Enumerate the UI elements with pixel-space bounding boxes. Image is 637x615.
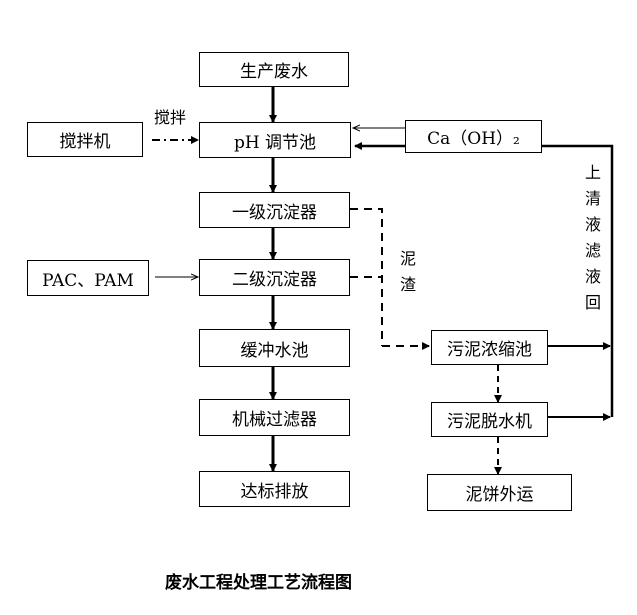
label-return-char: 流 xyxy=(583,316,603,320)
label-return-char: 液 xyxy=(584,267,601,286)
label-return-char: 滤 xyxy=(584,241,601,260)
label-stir: 搅拌 xyxy=(154,108,187,127)
node-filter: 机械过滤器 xyxy=(199,399,350,436)
node-pac-pam: PAC、PAM xyxy=(27,260,149,296)
node-mixer: 搅拌机 xyxy=(27,122,143,157)
sludge-line-primary xyxy=(350,208,383,346)
label-sludge-char: 泥 xyxy=(399,249,416,268)
node-buffer-tank: 缓冲水池 xyxy=(199,329,350,367)
node-lime: Ca（OH）₂ xyxy=(405,120,542,153)
node-discharge: 达标排放 xyxy=(199,471,350,507)
label-return-char: 上 xyxy=(584,163,601,182)
node-sludge-thickener: 污泥浓缩池 xyxy=(431,330,548,365)
node-dewatering-machine: 污泥脱水机 xyxy=(431,402,548,437)
node-secondary-settler: 二级沉淀器 xyxy=(199,259,350,296)
node-primary-settler: 一级沉淀器 xyxy=(199,192,350,228)
return-loop-line xyxy=(354,142,614,350)
label-supernatant-return: 上 清 液 滤 液 回 流 xyxy=(581,160,605,320)
node-wastewater: 生产废水 xyxy=(199,52,349,87)
diagram-title: 废水工程处理工艺流程图 xyxy=(165,573,352,593)
node-ph-tank: pH 调节池 xyxy=(199,122,351,158)
label-return-char: 回 xyxy=(584,293,601,312)
label-return-char: 清 xyxy=(584,189,601,208)
label-return-char: 液 xyxy=(584,215,601,234)
label-sludge-char: 渣 xyxy=(399,275,416,294)
node-cake-transport: 泥饼外运 xyxy=(427,474,572,511)
